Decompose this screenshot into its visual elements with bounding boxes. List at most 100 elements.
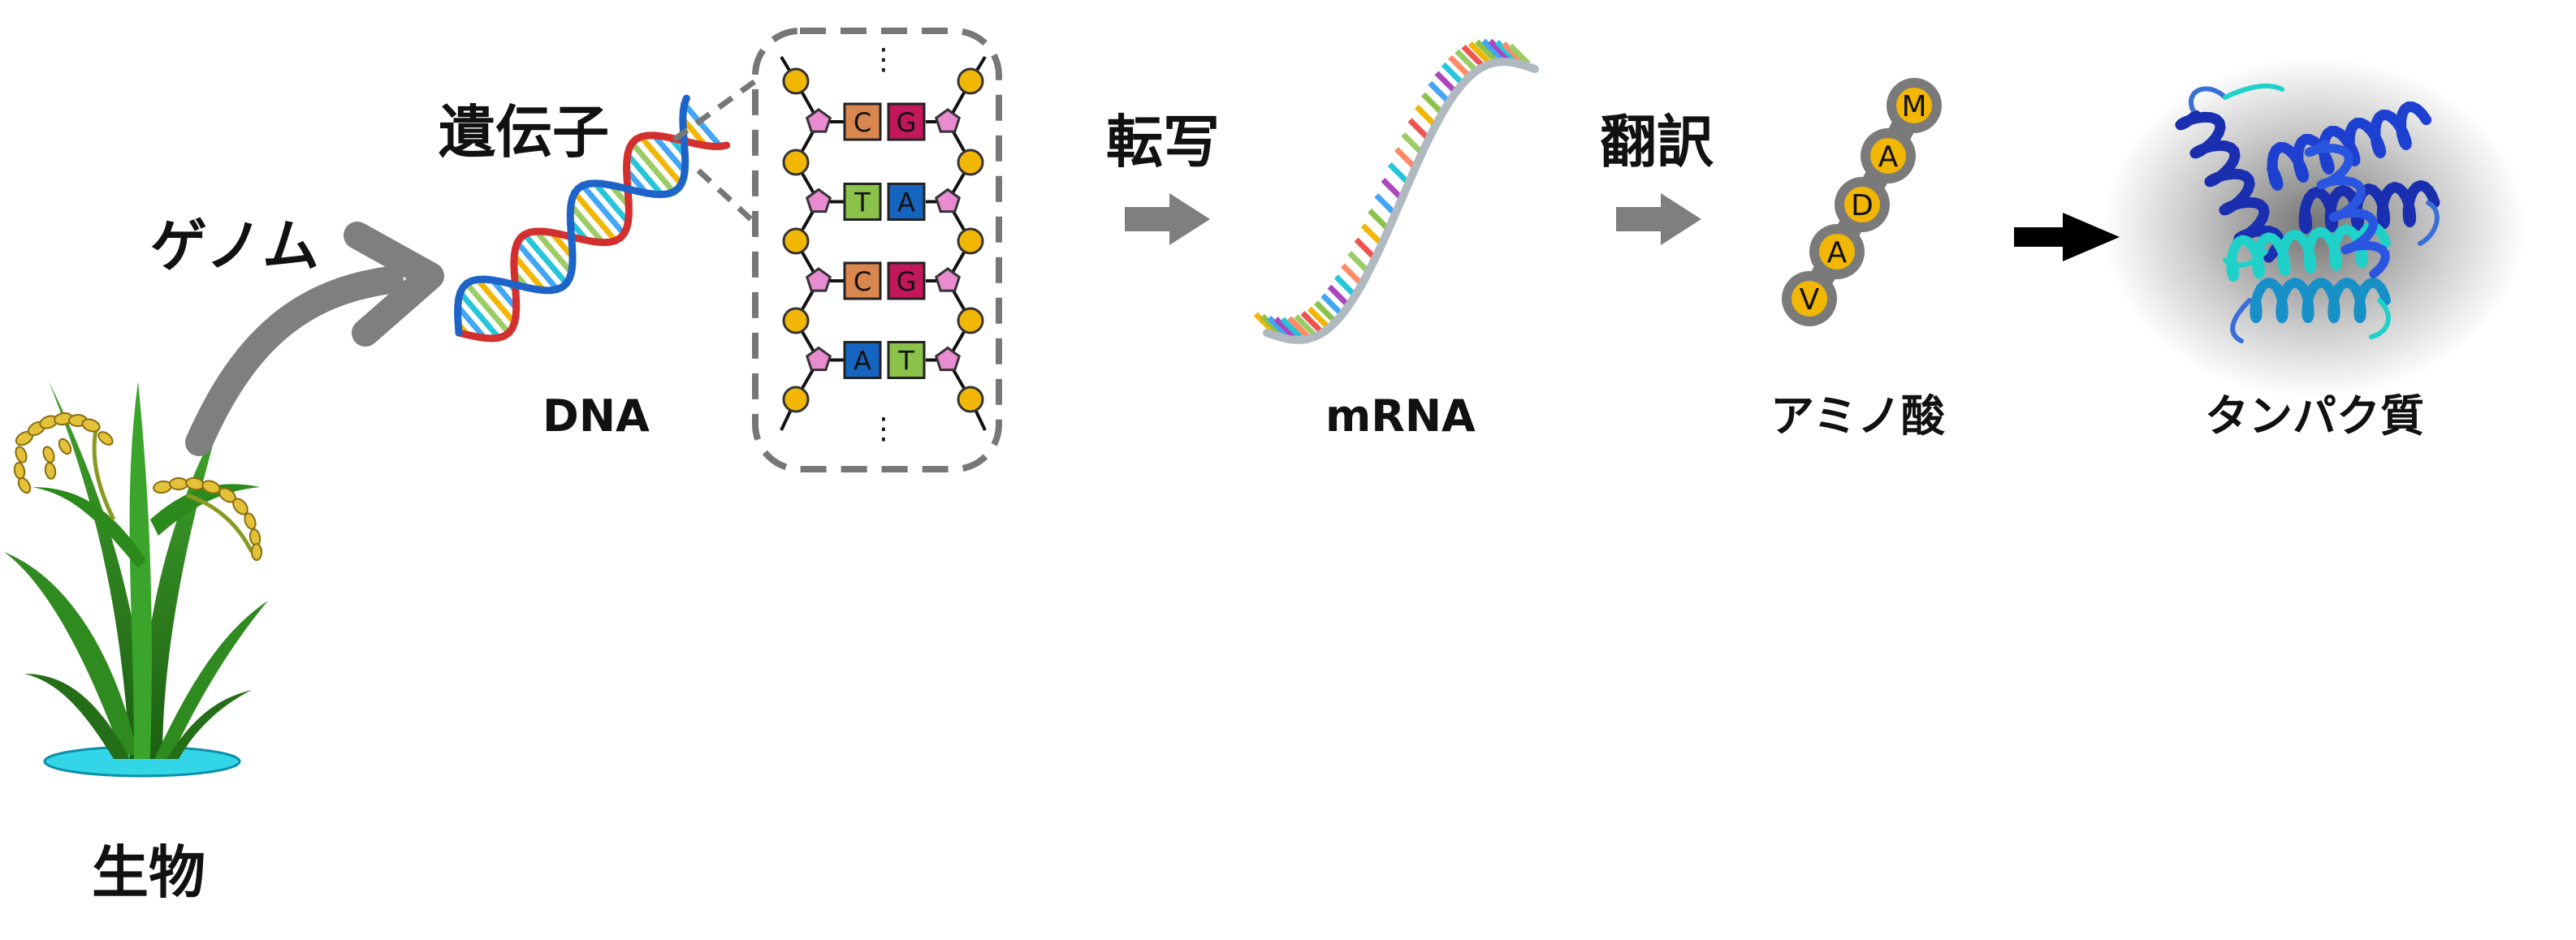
sugar-circle (782, 386, 810, 413)
base-letter-right: G (897, 107, 917, 138)
sugar-circle (957, 386, 984, 413)
mrna-base (1287, 316, 1309, 338)
base-letter-left: C (854, 266, 871, 297)
dna-rung (464, 281, 512, 335)
phosphate-pentagon (934, 346, 962, 372)
translation-label: 翻訳 (1600, 109, 1714, 175)
base-right (887, 261, 926, 300)
mrna-base (1267, 315, 1290, 338)
amino-acid-letter: A (1878, 140, 1899, 174)
protein-loop (2418, 201, 2440, 246)
base-right (887, 102, 926, 141)
mrna-base (1347, 251, 1370, 274)
ladder-ellipsis: ⋮ (869, 43, 898, 76)
transcription-label: 転写 (1106, 109, 1220, 175)
sugar-circle (957, 67, 984, 95)
mrna-base (1253, 312, 1276, 334)
mrna-base (1314, 300, 1336, 323)
mrna-base (1387, 162, 1410, 184)
mrna-base (1421, 92, 1443, 114)
base-left (843, 261, 882, 300)
phosphate-pentagon (805, 188, 832, 213)
mrna-base (1333, 274, 1356, 297)
sugar-circle (782, 67, 810, 95)
folding-arrow (2014, 213, 2120, 261)
mrna-base (1441, 62, 1463, 84)
mrna-base (1327, 284, 1350, 307)
mrna-base (1307, 306, 1329, 329)
dna-rung (580, 183, 626, 236)
mrna-base (1454, 49, 1477, 71)
dna-rung (475, 278, 517, 325)
mrna-base (1381, 178, 1403, 200)
dna-rung (568, 203, 605, 244)
mrna-base (1273, 317, 1296, 339)
dna-rung (651, 133, 687, 174)
dna-double-helix (454, 94, 731, 343)
base-letter-left: A (854, 346, 871, 377)
protein-loop (2369, 298, 2391, 339)
dna-rung (490, 278, 519, 310)
dna-backbone-blue (454, 94, 690, 337)
mrna-base (1320, 293, 1343, 316)
base-right (887, 183, 926, 221)
protein-structure (2103, 57, 2526, 398)
dna-rung (534, 229, 574, 274)
mrna-base (1374, 193, 1397, 216)
dna-rung (515, 240, 560, 291)
sugar-circle (957, 227, 984, 255)
protein-label: タンパク質 (2205, 390, 2424, 442)
mrna-base (1502, 41, 1524, 64)
dna-rung (638, 135, 684, 187)
dna-rung (458, 291, 501, 340)
mrna-base (1467, 41, 1490, 63)
base-left (843, 183, 882, 221)
sugar-circle (782, 227, 810, 255)
rice-plant-illustration (4, 382, 268, 778)
sugar-circle (957, 149, 984, 176)
phosphate-pentagon (934, 108, 962, 133)
translation-arrow (1616, 193, 1701, 245)
dna-rung (512, 253, 547, 292)
mrna-base (1448, 54, 1470, 77)
base-letter-right: A (897, 188, 915, 218)
dna-rung (456, 304, 487, 340)
protein-loop (2189, 86, 2228, 112)
mrna-base (1407, 118, 1430, 140)
gene-label: 遺伝子 (439, 99, 609, 166)
mrna-base (1368, 208, 1390, 231)
amino-acid-letter: D (1851, 189, 1874, 222)
dna-backbone-red (455, 132, 731, 343)
mrna-base (1260, 313, 1282, 336)
mrna-strand (1253, 38, 1539, 344)
sugar-circle (957, 307, 984, 334)
dna-rung (593, 181, 631, 224)
phosphate-pentagon (805, 108, 832, 133)
mrna-base (1434, 71, 1457, 93)
mrna-base (1461, 44, 1484, 67)
dna-rung (572, 191, 618, 243)
mrna-base (1401, 132, 1424, 154)
mrna-base (1414, 104, 1437, 127)
mrna-base (1508, 43, 1531, 66)
phosphate-pentagon (934, 267, 962, 292)
ladder-ellipsis: ⋮ (869, 412, 898, 446)
phosphate-pentagon (805, 346, 832, 372)
mrna-base (1280, 317, 1303, 339)
dna-rung (625, 153, 664, 196)
mrna-base (1354, 237, 1377, 260)
mrna-base (1475, 39, 1497, 62)
protein-loop (2223, 249, 2268, 268)
mrna-base (1360, 223, 1383, 246)
transcription-arrow (1125, 193, 1210, 245)
dna-label: DNA (542, 390, 650, 442)
base-letter-right: T (897, 346, 914, 377)
phosphate-pentagon (805, 267, 832, 292)
base-left (843, 341, 882, 379)
mrna-base (1394, 147, 1416, 170)
protein-helix (2304, 139, 2390, 278)
mrna-base (1428, 80, 1450, 103)
